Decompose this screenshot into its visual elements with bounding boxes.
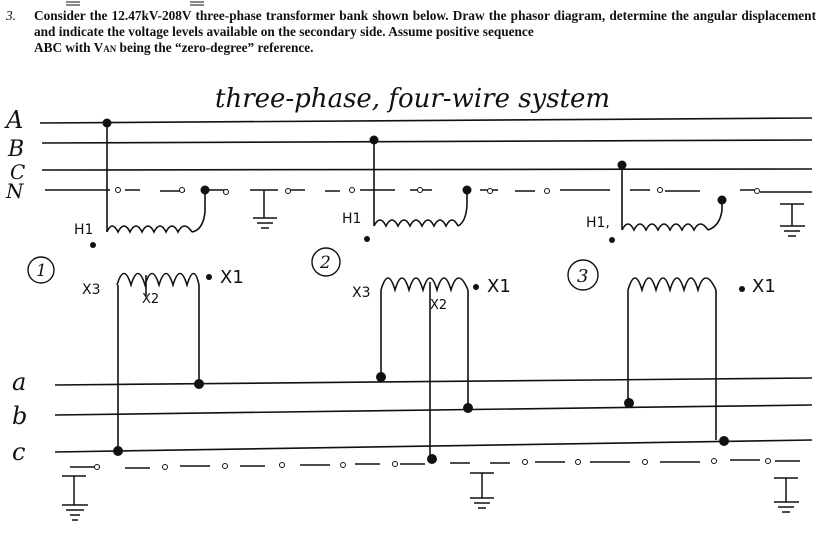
secondary-buses xyxy=(54,377,813,469)
transformer-3-number: 3 xyxy=(577,266,588,287)
primary-neutral-ground xyxy=(250,189,805,237)
transformer-2: 2 H1 X1 X2 X3 xyxy=(311,135,511,464)
transformer-3-number-circle xyxy=(567,259,599,291)
bus-line-B xyxy=(41,139,813,144)
transformer-3-x1: X1 xyxy=(752,276,776,297)
bus-line-C xyxy=(41,168,813,171)
transformer-2-x1: X1 xyxy=(487,276,511,297)
bus-label-B: B xyxy=(7,137,24,162)
secondary-bus-labels: a b c xyxy=(12,368,27,466)
transformer-3-h1: H1, xyxy=(586,215,610,231)
bus-line-a xyxy=(54,377,813,386)
bus-line-c xyxy=(54,439,813,453)
secondary-neutral-small-circles xyxy=(94,458,771,470)
vref-symbol: V xyxy=(93,40,104,55)
transformer-1-number-circle xyxy=(27,256,55,284)
problem-text: Consider the 12.47kV-208V three-phase tr… xyxy=(34,8,816,57)
primary-buses xyxy=(39,117,813,193)
transformer-1-x2: X2 xyxy=(142,292,159,307)
transformer-2-x2: X2 xyxy=(430,298,447,313)
vref-subscript: AN xyxy=(103,44,117,54)
bus-line-N xyxy=(45,189,812,193)
neutral-small-circles xyxy=(115,187,760,195)
transformer-1-x3: X3 xyxy=(82,282,101,298)
bus-label-b: b xyxy=(12,402,27,430)
primary-bus-labels: A B C N xyxy=(4,106,25,203)
secondary-neutral-line xyxy=(70,459,800,469)
transformer-2-x3: X3 xyxy=(352,285,371,301)
transformer-1-h1: H1 xyxy=(74,222,93,238)
transformer-2-h1: H1 xyxy=(342,211,361,227)
bus-label-A: A xyxy=(4,106,23,134)
bus-label-C: C xyxy=(10,160,25,184)
problem-line-3-pre: ABC with xyxy=(34,40,94,55)
problem-number: 3. xyxy=(6,8,16,23)
bus-line-A xyxy=(39,117,813,124)
transformer-2-number-circle xyxy=(311,247,341,277)
transformer-1-number: 1 xyxy=(36,261,47,281)
transformer-1: 1 H1 X1 X2 X3 xyxy=(27,118,244,456)
bus-label-N: N xyxy=(5,179,25,203)
bus-line-b xyxy=(54,404,813,416)
transformer-2-number: 2 xyxy=(319,253,331,273)
problem-line-1: Consider the 12.47kV-208V three-phase tr… xyxy=(34,8,689,23)
diagram-caption: three-phase, four-wire system xyxy=(215,84,610,114)
transformer-3: 3 H1, X1 xyxy=(567,160,776,446)
problem-line-3-post: being the “zero-degree” reference. xyxy=(116,40,314,55)
transformer-1-x1: X1 xyxy=(220,267,244,288)
bus-label-a: a xyxy=(12,368,26,396)
top-scan-marks xyxy=(66,1,204,6)
bus-label-c: c xyxy=(12,438,25,466)
problem-line-2: angular displacement and indicate the vo… xyxy=(34,8,816,39)
secondary-grounds xyxy=(62,472,799,521)
